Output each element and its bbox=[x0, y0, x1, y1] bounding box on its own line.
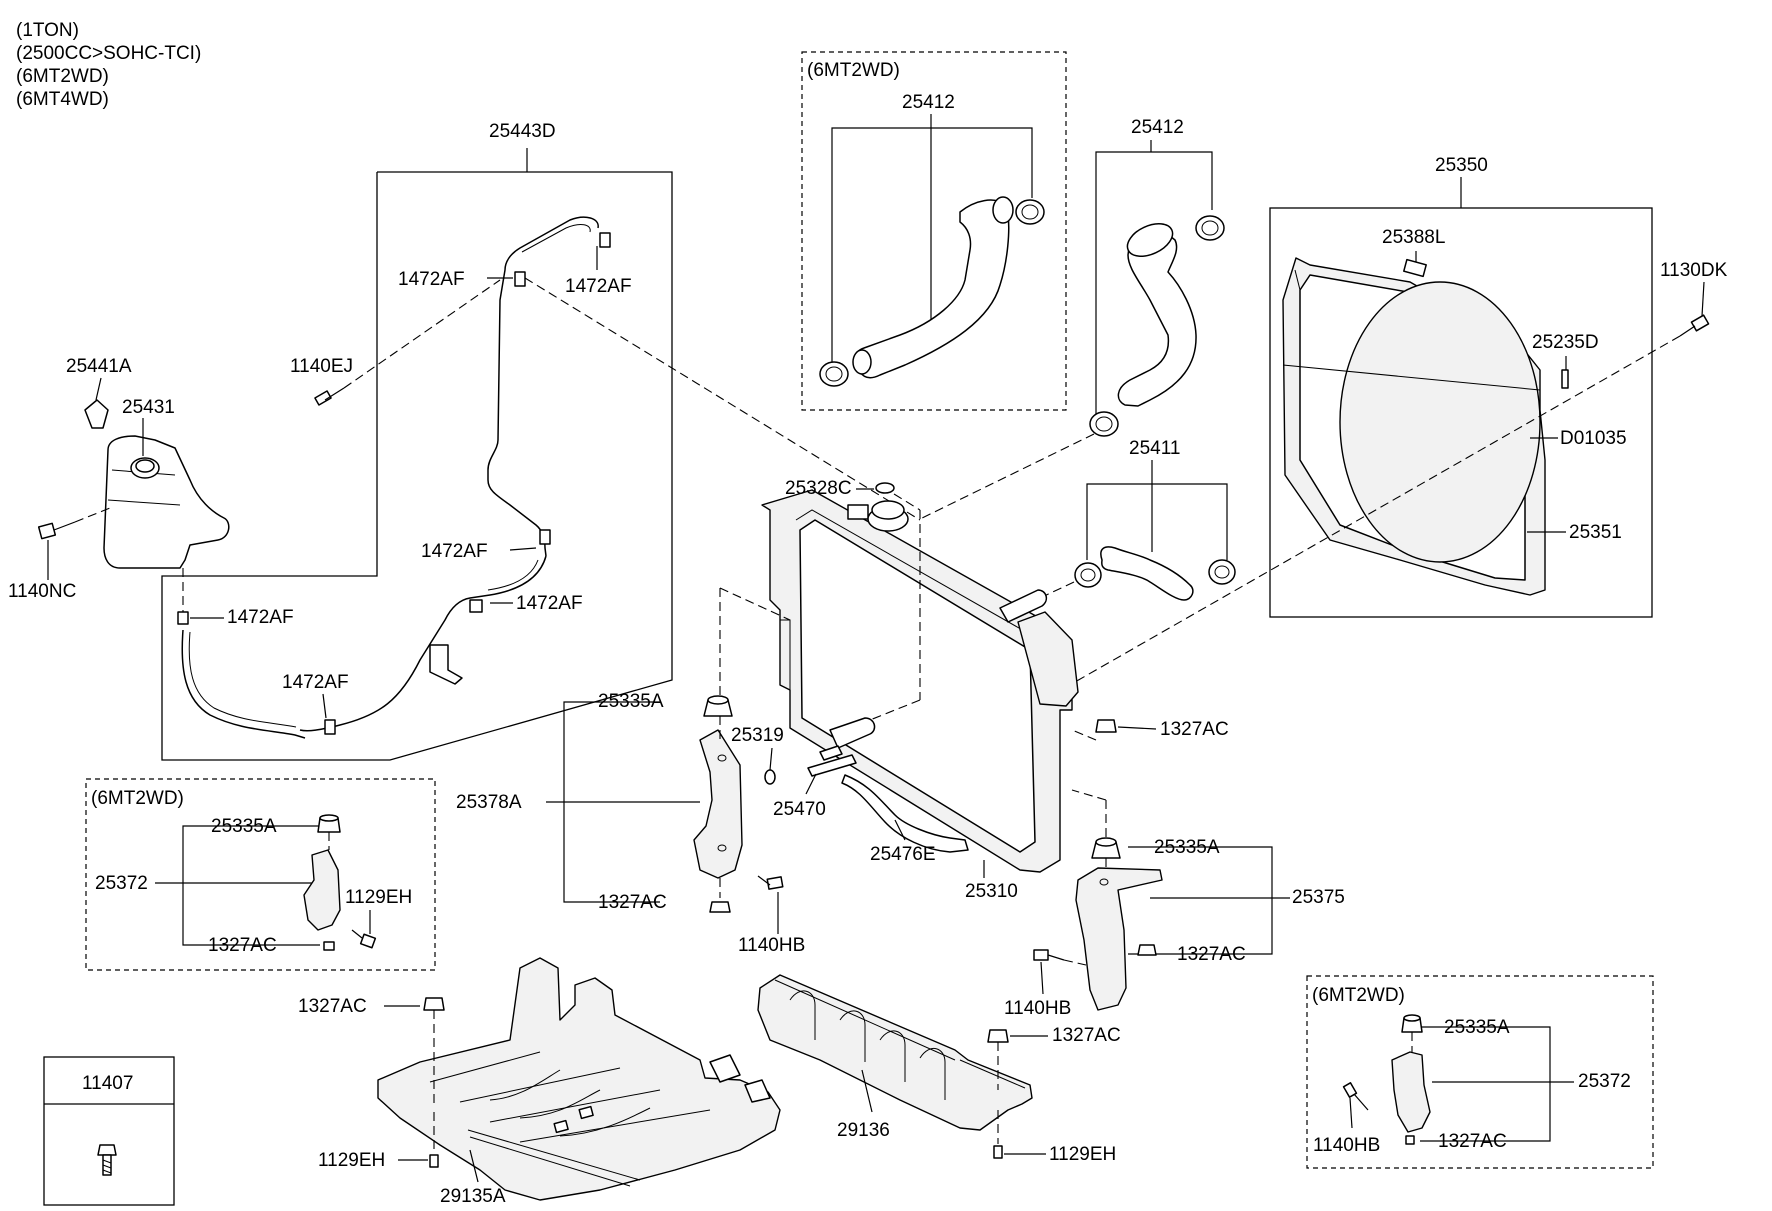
bolt-icon bbox=[97, 1144, 117, 1176]
clamp-icon bbox=[469, 599, 483, 613]
bolt-icon bbox=[757, 875, 784, 890]
clamp-icon bbox=[1074, 562, 1102, 588]
legend-box: 11407 bbox=[43, 1056, 175, 1206]
label-25375: 25375 bbox=[1292, 887, 1345, 908]
nut-1327AC-b: 1327AC bbox=[1071, 719, 1229, 741]
label-25319: 25319 bbox=[731, 725, 784, 746]
clamp-icon bbox=[324, 719, 336, 735]
label-25335A-a: 25335A bbox=[598, 691, 664, 712]
reservoir-hose-group: 25443D 1472AF 1472AF 1472AF 1472AF 1472A… bbox=[161, 121, 921, 761]
label-25412-b: 25412 bbox=[1131, 117, 1184, 138]
label-25470: 25470 bbox=[773, 799, 826, 820]
under-cover-29136: 29136 1327AC 1129EH bbox=[757, 974, 1121, 1165]
bolt-icon bbox=[1679, 314, 1710, 337]
label-25443D: 25443D bbox=[489, 121, 556, 142]
label-variant-3: (6MT2WD) bbox=[1312, 985, 1405, 1006]
clamp-icon bbox=[1195, 215, 1225, 241]
bolt-icon bbox=[37, 521, 76, 540]
label-D01035: D01035 bbox=[1560, 428, 1627, 449]
label-1129EH-b: 1129EH bbox=[318, 1150, 385, 1171]
label-25372-a: 25372 bbox=[95, 873, 148, 894]
label-1327AC-b: 1327AC bbox=[1160, 719, 1229, 740]
label-1472AF-6: 1472AF bbox=[282, 672, 349, 693]
label-1472AF-3: 1472AF bbox=[421, 541, 488, 562]
under-cover-29135A: 29135A 1327AC 1129EH bbox=[298, 957, 781, 1207]
label-1327AC-e: 1327AC bbox=[298, 996, 367, 1017]
label-1129EH-c: 1129EH bbox=[1049, 1144, 1116, 1165]
clamp-icon bbox=[177, 611, 189, 625]
bolt-icon bbox=[314, 387, 345, 406]
bracket-2wd-left-group: (6MT2WD) 25335A 25372 1327AC 1129EH bbox=[85, 778, 436, 971]
coolant-reservoir: 25431 25441A 1140NC bbox=[8, 356, 230, 612]
bolt-1130DK: 1130DK bbox=[1067, 260, 1728, 687]
label-1129EH-a: 1129EH bbox=[345, 887, 412, 908]
label-25431: 25431 bbox=[122, 397, 175, 418]
header-line-1: (1TON) bbox=[16, 20, 79, 41]
label-1327AC-f: 1327AC bbox=[1052, 1025, 1121, 1046]
label-1140HB-c: 1140HB bbox=[1313, 1135, 1380, 1156]
label-25310: 25310 bbox=[965, 881, 1018, 902]
clamp-icon bbox=[1015, 199, 1045, 225]
header-line-3: (6MT2WD) bbox=[16, 66, 109, 87]
label-25476E: 25476E bbox=[870, 844, 936, 865]
bolt-icon bbox=[429, 1154, 439, 1168]
clamp-icon bbox=[599, 232, 611, 248]
label-25378A: 25378A bbox=[456, 792, 522, 813]
header-notes: (1TON) (2500CC>SOHC-TCI) (6MT2WD) (6MT4W… bbox=[16, 20, 201, 110]
label-1130DK: 1130DK bbox=[1660, 260, 1728, 281]
label-1472AF-1: 1472AF bbox=[398, 269, 465, 290]
bolt-icon bbox=[993, 1145, 1003, 1159]
upper-hose-2wd-group: (6MT2WD) 25412 bbox=[801, 51, 1067, 411]
label-1472AF-2: 1472AF bbox=[565, 276, 632, 297]
radiator: 25328C 25310 25470 25476E 25319 bbox=[731, 478, 1079, 902]
upper-hose-group: 25412 bbox=[917, 117, 1225, 521]
mount-bracket-right: 25335A 25375 1327AC 1140HB bbox=[1004, 789, 1345, 1019]
label-25335A-d: 25335A bbox=[1444, 1017, 1510, 1038]
label-25328C: 25328C bbox=[785, 478, 852, 499]
bolt-icon bbox=[1033, 949, 1065, 961]
label-1140HB-b: 1140HB bbox=[1004, 998, 1071, 1019]
clamp-icon bbox=[1089, 411, 1119, 437]
label-29136: 29136 bbox=[837, 1120, 890, 1141]
label-1327AC-c: 1327AC bbox=[1177, 944, 1246, 965]
label-25335A-c: 25335A bbox=[211, 816, 277, 837]
label-1472AF-4: 1472AF bbox=[516, 593, 583, 614]
label-1327AC-a: 1327AC bbox=[598, 892, 667, 913]
bolt-icon bbox=[351, 929, 377, 949]
header-line-2: (2500CC>SOHC-TCI) bbox=[16, 43, 201, 64]
label-1140EJ: 1140EJ bbox=[290, 356, 353, 377]
clamp-icon bbox=[539, 529, 551, 545]
label-1140NC: 1140NC bbox=[8, 581, 76, 602]
label-25335A-b: 25335A bbox=[1154, 837, 1220, 858]
lower-hose-group: 25411 bbox=[1039, 438, 1236, 601]
label-25388L: 25388L bbox=[1382, 227, 1445, 248]
label-variant-1: (6MT2WD) bbox=[807, 60, 900, 81]
label-25351: 25351 bbox=[1569, 522, 1622, 543]
label-1140HB-a: 1140HB bbox=[738, 935, 805, 956]
clamp-icon bbox=[514, 271, 526, 287]
label-25372-b: 25372 bbox=[1578, 1071, 1631, 1092]
fan-shroud-group: 25350 25388L 25235D D01035 25351 bbox=[1269, 155, 1653, 618]
label-25412-a: 25412 bbox=[902, 92, 955, 113]
label-25235D: 25235D bbox=[1532, 332, 1599, 353]
bracket-2wd-right-group: (6MT2WD) 25335A 25372 1327AC 1140HB bbox=[1306, 975, 1654, 1169]
clamp-icon bbox=[819, 361, 849, 387]
mount-bracket-left: 25335A 25378A 1327AC 1140HB bbox=[456, 587, 805, 956]
header-line-4: (6MT4WD) bbox=[16, 89, 109, 110]
bolt-icon bbox=[1342, 1082, 1369, 1111]
label-1327AC-d: 1327AC bbox=[208, 935, 277, 956]
clamp-icon bbox=[1208, 559, 1236, 585]
label-11407: 11407 bbox=[82, 1073, 133, 1094]
label-25411: 25411 bbox=[1129, 438, 1180, 459]
label-25350: 25350 bbox=[1435, 155, 1488, 176]
label-25441A: 25441A bbox=[66, 356, 132, 377]
label-1327AC-g: 1327AC bbox=[1438, 1131, 1507, 1152]
label-variant-2: (6MT2WD) bbox=[91, 788, 184, 809]
label-1472AF-5: 1472AF bbox=[227, 607, 294, 628]
label-29135A: 29135A bbox=[440, 1186, 506, 1207]
